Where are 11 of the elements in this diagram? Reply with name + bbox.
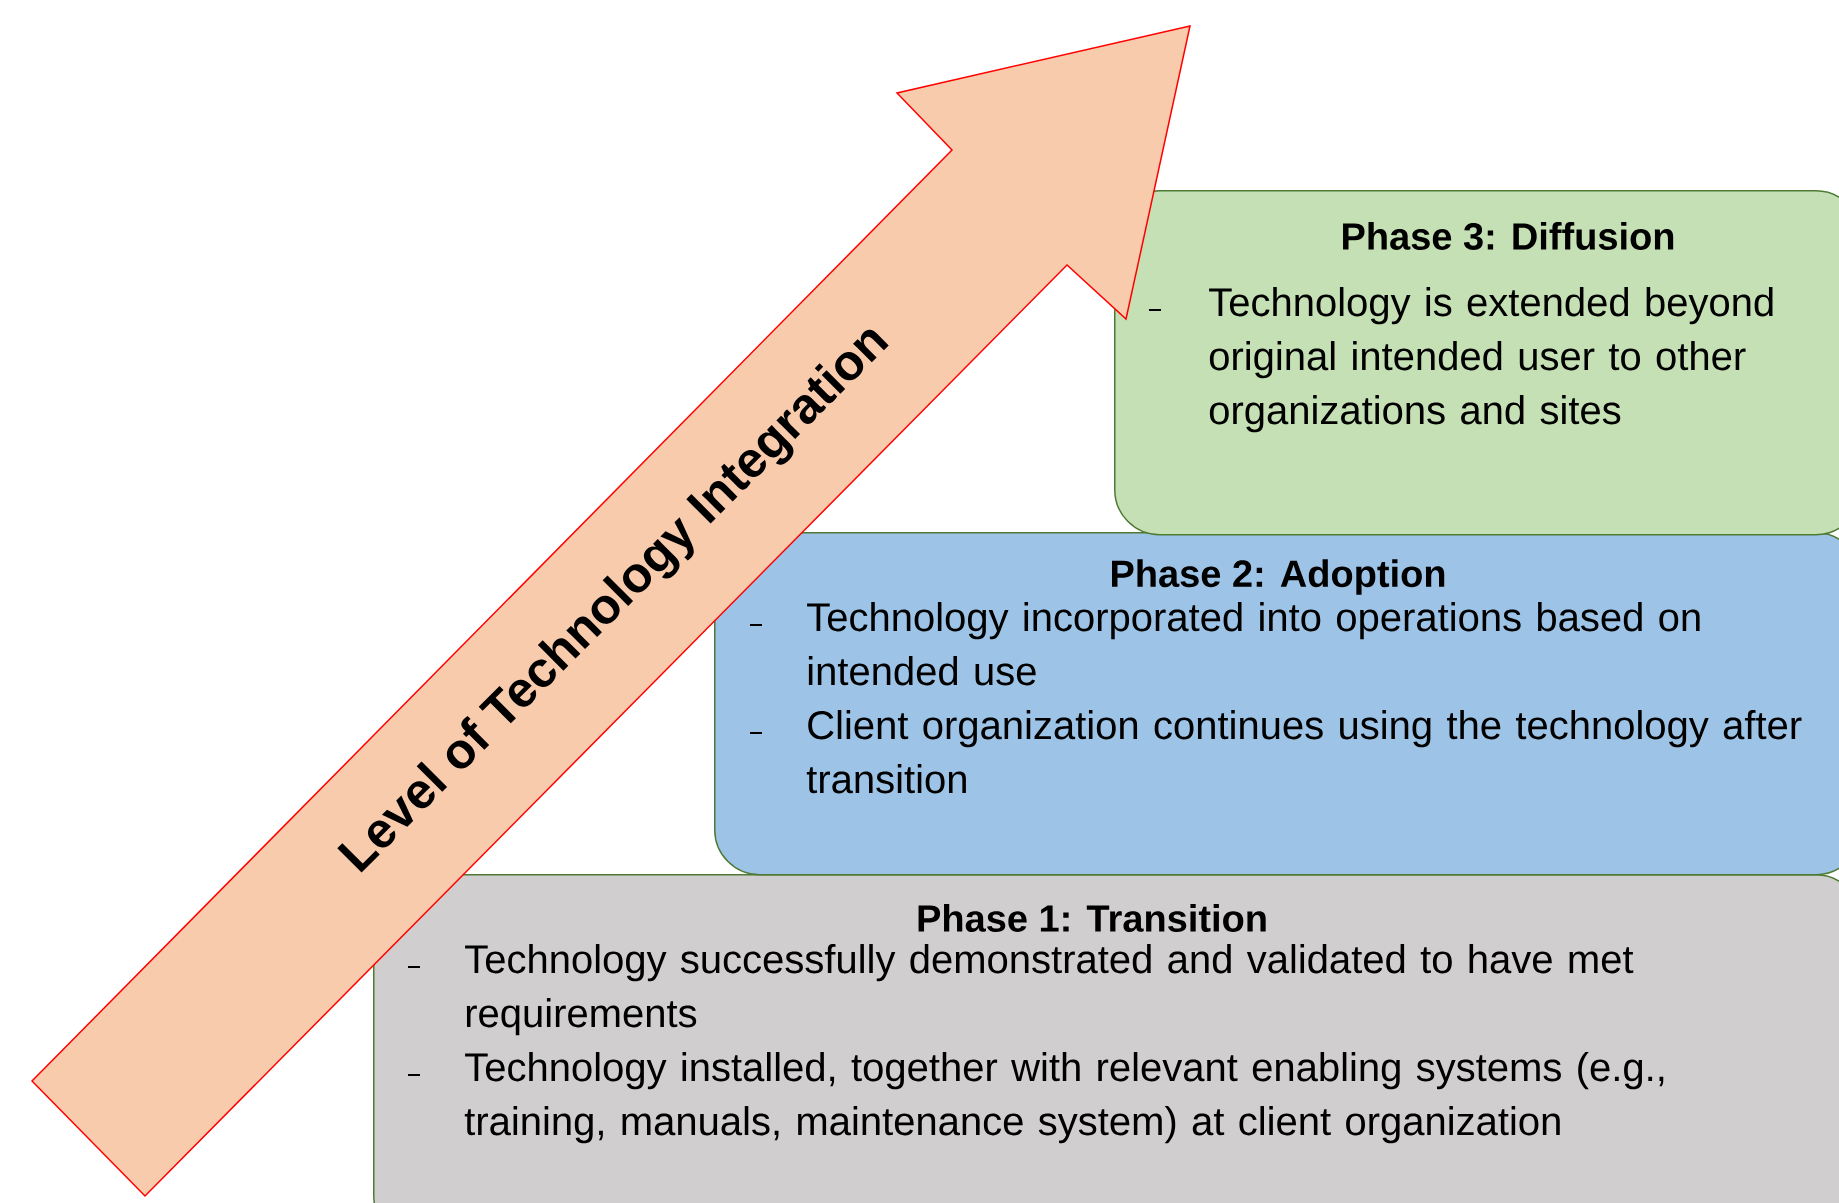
bullet-text: Technology installed, together with relevant enabling systems (e.g., training, manuals, maintenance system) at client organization <box>464 1052 1664 1144</box>
phase-heading: Phase 1: Transition <box>918 904 1266 932</box>
phase-heading: Phase 2: Adoption <box>1112 559 1445 595</box>
phase-box <box>373 874 1839 1203</box>
bullet-text: Technology successfully demonstrated and validated to have met requirements <box>465 944 1634 1036</box>
phase-heading: Phase 3: Diffusion <box>1343 222 1674 250</box>
bullet-text: Technology is extended beyond original intended user to other organizations and sites <box>1209 287 1773 433</box>
phase-box <box>714 532 1839 876</box>
bullet-text: Client organization continues using the technology after transition <box>806 710 1802 794</box>
bullet-text: Technology incorporated into operations based on intended use <box>807 602 1700 686</box>
phase-box <box>1114 190 1839 536</box>
